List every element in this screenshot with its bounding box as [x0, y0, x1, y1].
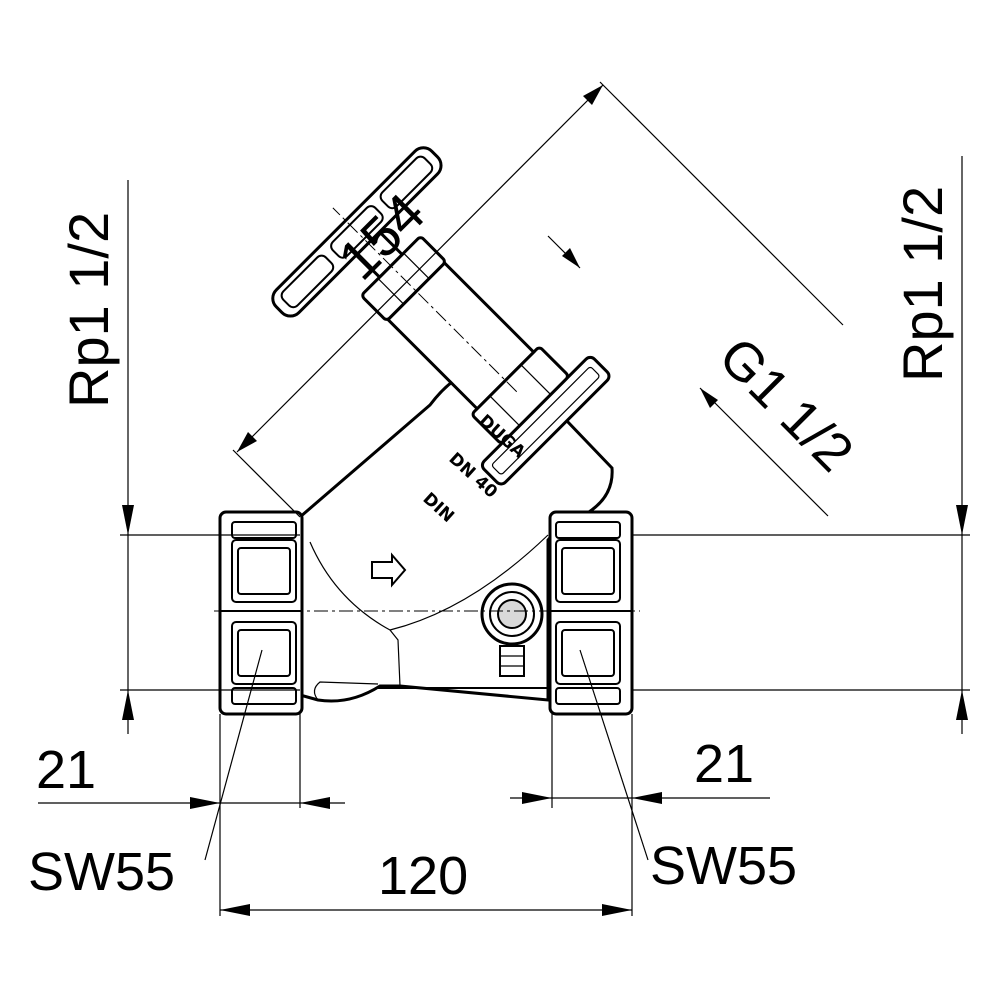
dim-overall [220, 904, 632, 916]
left-union-nut [218, 510, 304, 716]
test-port [480, 582, 544, 677]
leader-left-sw [204, 649, 263, 861]
dim-right-21 [510, 714, 770, 916]
dim-right-rp-label: Rp1 1/2 [891, 186, 954, 382]
right-union-nut [548, 510, 634, 716]
left-wrench-label: SW55 [28, 842, 175, 902]
leader-right-sw [579, 649, 649, 861]
right-wrench-label: SW55 [650, 836, 797, 896]
dim-right-rp [632, 156, 970, 734]
dim-spindle-label: G1 1/2 [708, 326, 865, 483]
bonnet-assembly [271, 146, 611, 486]
dim-left-rp [120, 180, 300, 734]
flow-arrow-icon [371, 552, 407, 588]
dim-right-21-label: 21 [694, 734, 754, 794]
dim-left-rp-label: Rp1 1/2 [57, 212, 120, 408]
dim-overall-label: 120 [378, 846, 468, 906]
dim-left-21-label: 21 [36, 740, 96, 800]
dim-diagonal [232, 81, 844, 518]
dim-spindle [547, 235, 829, 517]
dim-left-21 [38, 714, 345, 916]
